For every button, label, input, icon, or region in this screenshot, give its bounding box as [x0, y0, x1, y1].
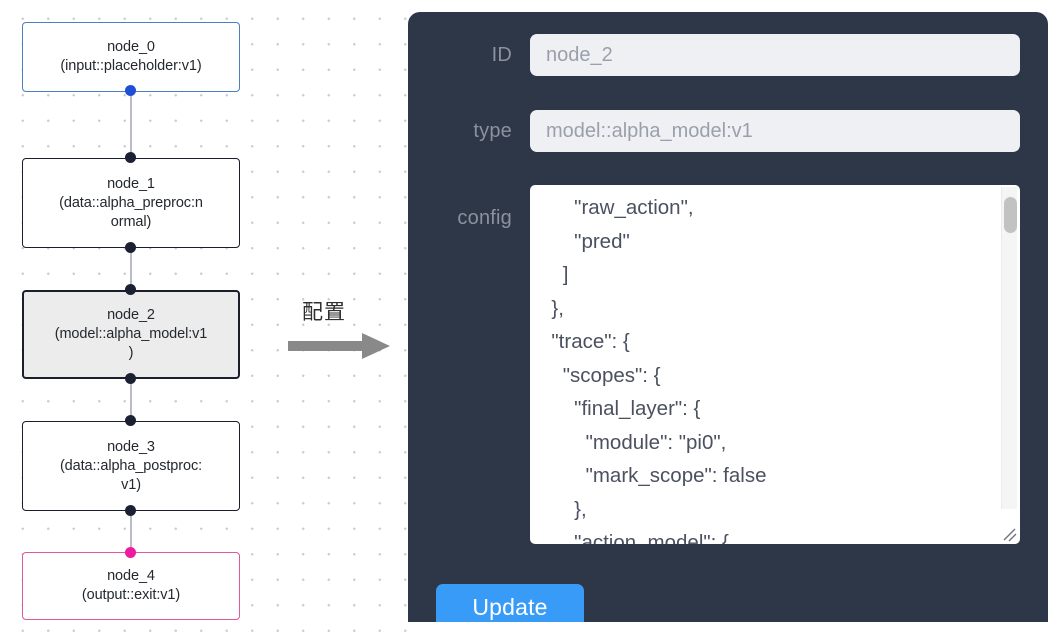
graph-node-type-cont: v1) — [121, 476, 141, 493]
type-field-row: type — [408, 110, 1048, 152]
edge-node2-node3 — [130, 378, 132, 420]
node-handle-node_3-out[interactable] — [125, 505, 136, 516]
edge-node1-node2 — [130, 247, 132, 290]
config-field-row: config "raw_action", "pred" ] }, "trace"… — [408, 185, 1048, 544]
node-handle-node_2-in[interactable] — [125, 284, 136, 295]
edge-node3-node4 — [130, 510, 132, 552]
id-field-label: ID — [491, 43, 512, 66]
config-textarea[interactable]: "raw_action", "pred" ] }, "trace": { "sc… — [530, 185, 1020, 544]
graph-node-label: node_1 (data::alpha_preproc:n ormal) — [29, 175, 233, 232]
graph-node-type: (data::alpha_postproc: — [59, 457, 203, 474]
flow-caption-text: 配置 — [302, 300, 346, 324]
flow-annotation: 配置 — [288, 296, 398, 362]
graph-node-type: (data::alpha_preproc:n — [59, 194, 203, 211]
graph-node-node_4[interactable]: node_4 (output::exit:v1) — [22, 552, 240, 620]
node-handle-node_0-out[interactable] — [125, 85, 136, 96]
vertical-scrollbar[interactable] — [1001, 187, 1017, 509]
id-field-row: ID — [408, 34, 1048, 76]
node-handle-node_1-out[interactable] — [125, 242, 136, 253]
node-handle-node_4-in[interactable] — [125, 547, 136, 558]
graph-node-type: (model::alpha_model:v1 — [54, 326, 208, 342]
node-handle-node_3-in[interactable] — [125, 415, 136, 426]
graph-node-node_2[interactable]: node_2 (model::alpha_model:v1 ) — [22, 290, 240, 379]
graph-node-label: node_3 (data::alpha_postproc: v1) — [29, 438, 233, 495]
graph-node-type-cont: ormal) — [110, 213, 152, 230]
scrollbar-thumb[interactable] — [1004, 197, 1017, 233]
graph-node-label: node_2 (model::alpha_model:v1 ) — [30, 306, 232, 363]
graph-node-node_3[interactable]: node_3 (data::alpha_postproc: v1) — [22, 421, 240, 511]
edge-node0-node1 — [130, 90, 132, 158]
config-textarea-wrapper: "raw_action", "pred" ] }, "trace": { "sc… — [530, 185, 1020, 544]
type-input[interactable] — [530, 110, 1020, 152]
node-handle-node_2-out[interactable] — [125, 373, 136, 384]
graph-node-type: (output::exit:v1) — [81, 587, 181, 603]
node-handle-node_1-in[interactable] — [125, 152, 136, 163]
config-field-label: config — [457, 207, 512, 229]
graph-node-name: node_1 — [107, 175, 155, 192]
update-button[interactable]: Update — [436, 584, 584, 622]
graph-node-name: node_3 — [107, 438, 155, 455]
graph-node-type: (input::placeholder:v1) — [60, 58, 202, 74]
id-input[interactable] — [530, 34, 1020, 76]
graph-node-type-cont: ) — [128, 345, 134, 361]
graph-node-name: node_0 — [107, 39, 155, 55]
graph-node-node_1[interactable]: node_1 (data::alpha_preproc:n ormal) — [22, 158, 240, 248]
graph-canvas[interactable]: node_0 (input::placeholder:v1) node_1 (d… — [0, 0, 412, 643]
graph-node-label: node_4 (output::exit:v1) — [29, 567, 233, 605]
graph-node-label: node_0 (input::placeholder:v1) — [29, 38, 233, 76]
right-arrow-icon — [288, 333, 390, 359]
graph-node-name: node_4 — [107, 568, 155, 584]
graph-node-node_0[interactable]: node_0 (input::placeholder:v1) — [22, 22, 240, 92]
node-config-panel: ID type config "raw_action", "pred" ] },… — [408, 12, 1048, 622]
resize-handle-icon[interactable] — [998, 523, 1018, 543]
type-field-label: type — [473, 119, 512, 142]
graph-node-name: node_2 — [107, 307, 155, 323]
